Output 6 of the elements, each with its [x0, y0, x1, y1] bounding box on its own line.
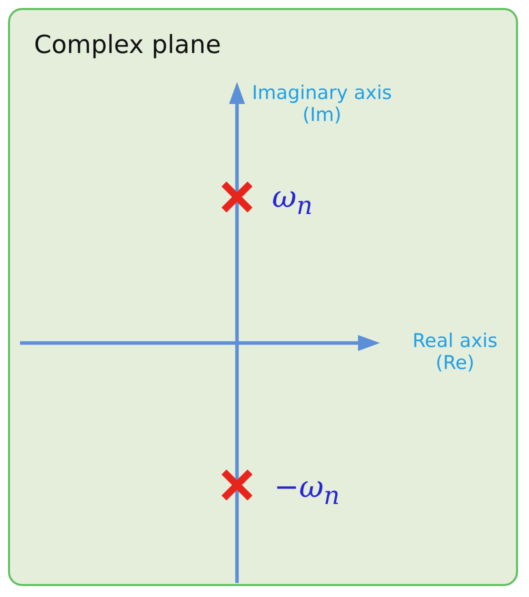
axis-label: Imaginary axis (Im): [252, 82, 392, 126]
pole-label: ω$_{n}$: [272, 180, 313, 220]
panel-title: Complex plane: [34, 30, 221, 59]
plane-panel: [8, 8, 518, 586]
axis-label: Real axis (Re): [411, 330, 499, 374]
pole-label: −ω$_{n}$: [274, 470, 340, 510]
